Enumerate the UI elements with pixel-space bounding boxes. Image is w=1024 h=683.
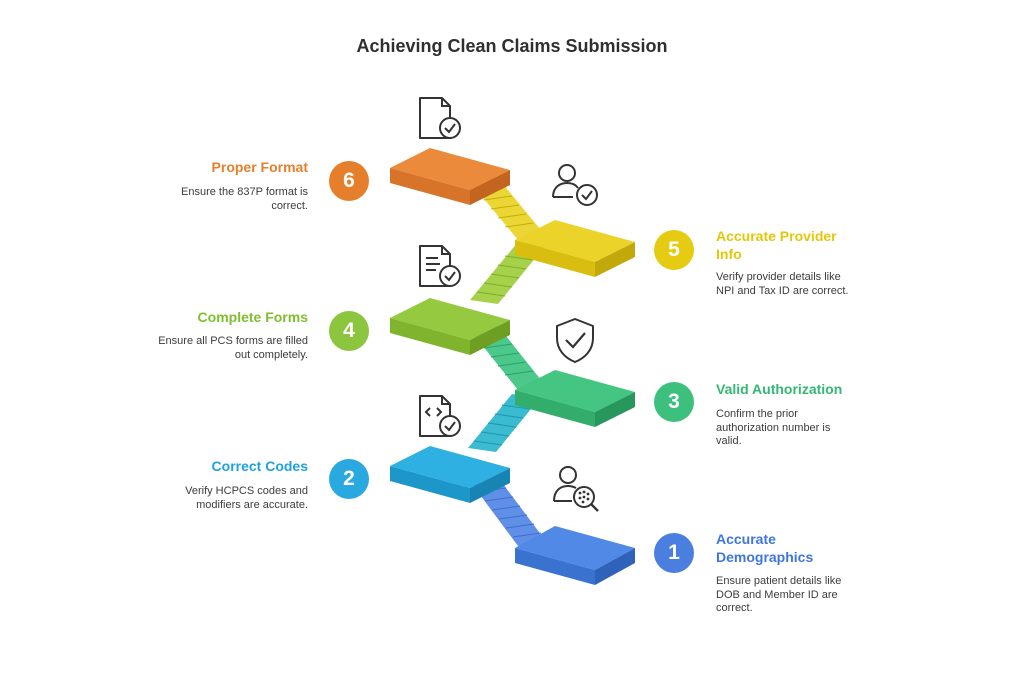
patient-search-icon [553, 466, 599, 512]
step-title: Valid Authorization [716, 381, 843, 397]
step-description: Confirm the prior authorization number i… [716, 408, 831, 447]
step-title: Accurate Provider Info [716, 228, 837, 262]
step-number-badge: 4 [329, 311, 369, 351]
step-title: Complete Forms [197, 309, 308, 325]
step-number-badge: 1 [654, 533, 694, 573]
step-title: Accurate Demographics [716, 531, 814, 565]
form-document-check-icon [419, 245, 461, 287]
platform-3 [515, 370, 635, 427]
step-number-badge: 5 [654, 230, 694, 270]
platform-5 [515, 220, 635, 277]
step-description: Ensure patient details like DOB and Memb… [716, 575, 842, 614]
code-document-check-icon [419, 395, 461, 437]
platform-6 [390, 148, 510, 205]
shield-check-icon [556, 318, 594, 363]
platform-1 [515, 526, 635, 585]
file-check-icon [419, 97, 461, 139]
step-description: Ensure all PCS forms are filled out comp… [158, 335, 308, 361]
step-title: Proper Format [211, 159, 308, 175]
user-check-icon [552, 164, 598, 206]
step-number-badge: 6 [329, 161, 369, 201]
page-title: Achieving Clean Claims Submission [356, 36, 668, 56]
platform-2 [390, 446, 510, 503]
step-number-badge: 3 [654, 382, 694, 422]
step-number-badge: 2 [329, 459, 369, 499]
step-title: Correct Codes [211, 458, 308, 474]
stair-connector-2-3 [468, 394, 540, 452]
step-description: Verify provider details like NPI and Tax… [716, 271, 849, 297]
platform-4 [390, 298, 510, 355]
step-description: Ensure the 837P format is correct. [181, 186, 308, 212]
step-description: Verify HCPCS codes and modifiers are acc… [185, 485, 308, 511]
